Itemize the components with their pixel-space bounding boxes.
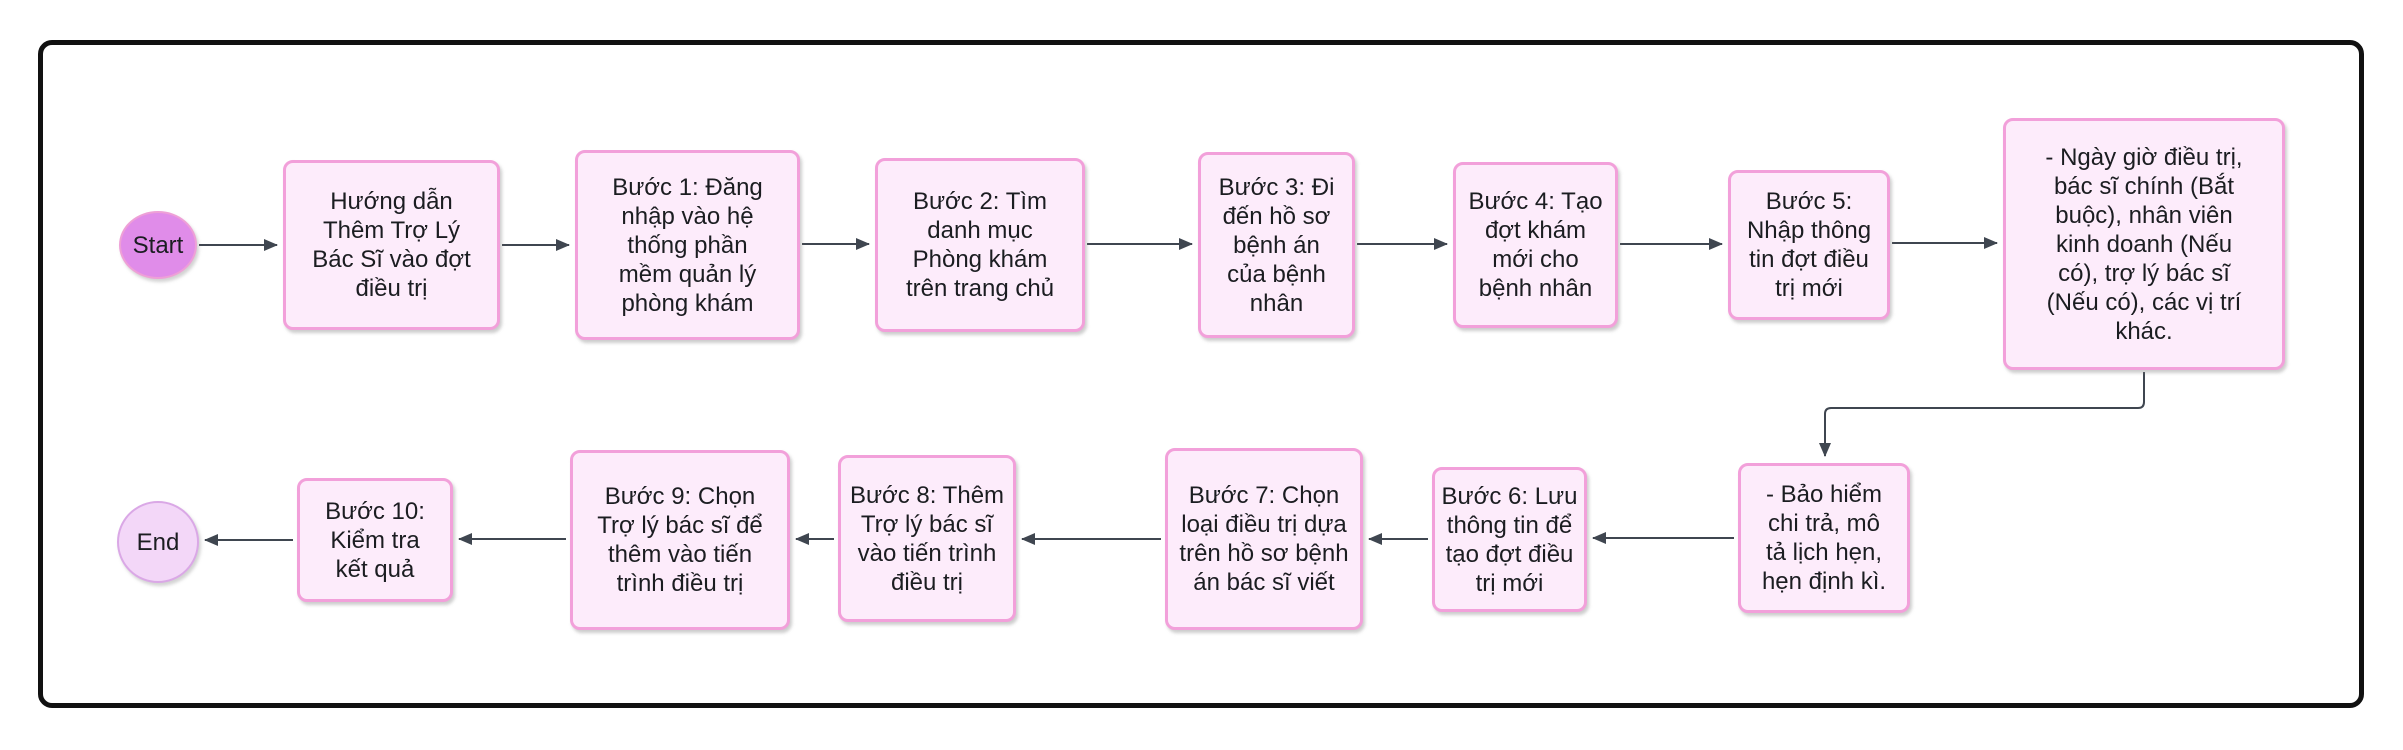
node-step-7: Bước 7: Chọn loại điều trị dựa trên hồ s… bbox=[1165, 448, 1363, 630]
node-end: End bbox=[117, 501, 199, 583]
node-step-1: Bước 1: Đăng nhập vào hệ thống phần mềm … bbox=[575, 150, 800, 340]
node-intro: Hướng dẫn Thêm Trợ Lý Bác Sĩ vào đợt điề… bbox=[283, 160, 500, 330]
node-step-10: Bước 10: Kiểm tra kết quả bbox=[297, 478, 453, 602]
node-start: Start bbox=[119, 211, 197, 279]
node-step-5-details-2: - Bảo hiểm chi trả, mô tả lịch hẹn, hẹn … bbox=[1738, 463, 1910, 613]
node-step-6: Bước 6: Lưu thông tin để tạo đợt điều tr… bbox=[1432, 467, 1587, 612]
node-step-8: Bước 8: Thêm Trợ lý bác sĩ vào tiến trìn… bbox=[838, 455, 1016, 622]
edge-details1-details2-elbow bbox=[1819, 372, 2145, 457]
node-step-4: Bước 4: Tạo đợt khám mới cho bệnh nhân bbox=[1453, 162, 1618, 328]
node-step-5-details-1: - Ngày giờ điều trị, bác sĩ chính (Bắt b… bbox=[2003, 118, 2285, 370]
node-step-2: Bước 2: Tìm danh mục Phòng khám trên tra… bbox=[875, 158, 1085, 332]
node-step-3: Bước 3: Đi đến hồ sơ bệnh án của bệnh nh… bbox=[1198, 152, 1355, 338]
node-step-9: Bước 9: Chọn Trợ lý bác sĩ để thêm vào t… bbox=[570, 450, 790, 630]
node-step-5: Bước 5: Nhập thông tin đợt điều trị mới bbox=[1728, 170, 1890, 320]
diagram-frame bbox=[38, 40, 2364, 708]
